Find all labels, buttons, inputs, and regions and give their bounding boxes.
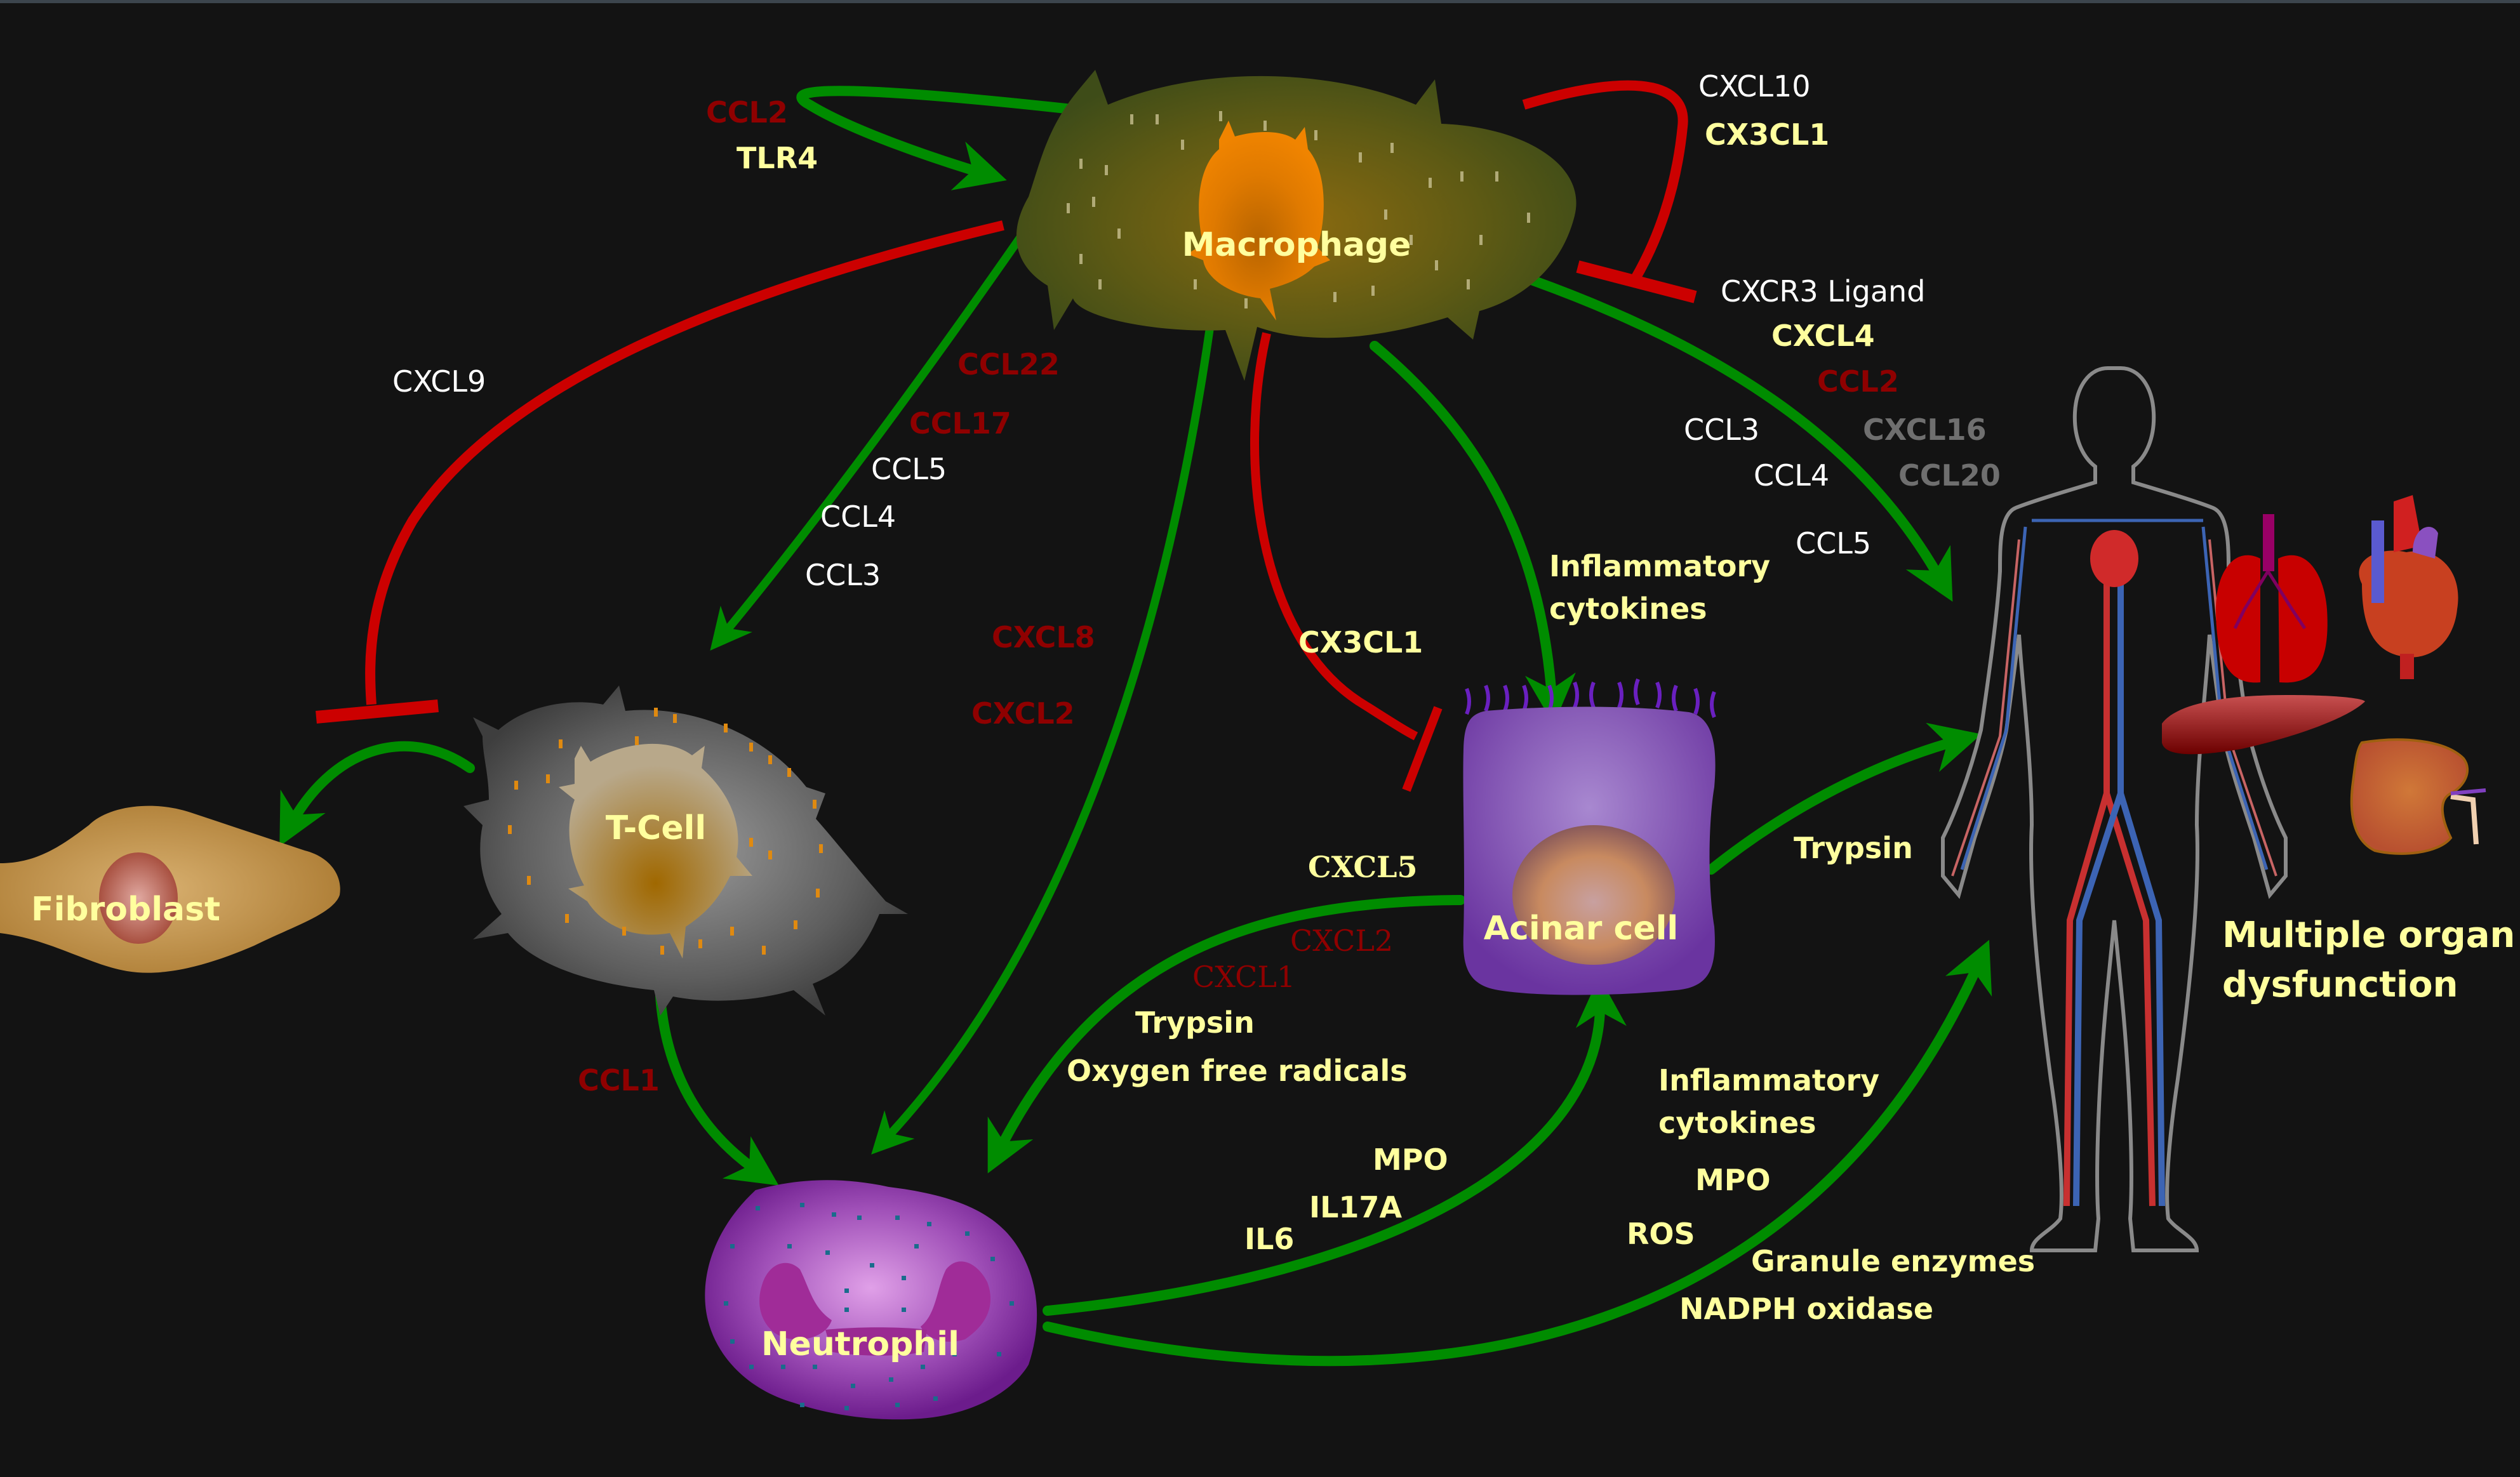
macrophage-label: Macrophage bbox=[1182, 226, 1411, 264]
human-body-circulatory-icon bbox=[1941, 366, 2288, 1252]
macrophage-nucleus bbox=[1187, 121, 1330, 321]
label-granule-enzymes: Granule enzymes bbox=[1751, 1244, 2035, 1278]
label-ros: ROS bbox=[1627, 1217, 1695, 1251]
label-ccl5-tcell: CCL5 bbox=[871, 452, 947, 486]
label-tlr4: TLR4 bbox=[737, 141, 818, 175]
label-cxcl4: CXCL4 bbox=[1771, 319, 1875, 353]
acinar-nucleus bbox=[1512, 825, 1675, 965]
kidney-icon bbox=[2350, 738, 2486, 855]
arrow-acinar-to-organs bbox=[1706, 722, 1982, 875]
neutrophil-granules bbox=[724, 1203, 1014, 1410]
outcome-line2: dysfunction bbox=[2222, 964, 2458, 1005]
acinar-cell-label: Acinar cell bbox=[1484, 910, 1679, 948]
label-cx3cl1-top: CX3CL1 bbox=[1705, 117, 1829, 152]
label-cxcr3-ligand: CXCR3 Ligand bbox=[1721, 274, 1925, 308]
activation-arrows bbox=[279, 86, 1992, 1367]
heart-icon bbox=[2359, 495, 2458, 679]
label-ccl1: CCL1 bbox=[578, 1063, 660, 1097]
label-oxygen-free-radicals: Oxygen free radicals bbox=[1067, 1054, 1408, 1088]
inhibit-macrophage-to-tcell bbox=[365, 220, 1004, 705]
neutrophil-nucleus-lobe-left bbox=[759, 1262, 832, 1340]
liver-icon bbox=[2162, 695, 2365, 755]
label-ccl20: CCL20 bbox=[1898, 458, 2001, 493]
arrow-macrophage-to-tcell bbox=[710, 221, 1033, 651]
t-cell-label: T-Cell bbox=[606, 809, 707, 847]
label-cxcl2-mac: CXCL2 bbox=[971, 696, 1075, 731]
lungs-icon bbox=[2216, 514, 2328, 683]
arrow-macrophage-self-loop bbox=[796, 86, 1094, 190]
neutrophil-nucleus-lobe-right bbox=[921, 1261, 991, 1342]
label-ccl22: CCL22 bbox=[957, 347, 1060, 381]
t-cell-granules bbox=[508, 708, 823, 955]
arrow-macrophage-to-acinar bbox=[1370, 341, 1576, 725]
t-cell-nucleus bbox=[559, 743, 752, 958]
arrow-macrophage-to-neutrophil bbox=[871, 326, 1214, 1155]
outcome-line1: Multiple organ bbox=[2222, 915, 2515, 956]
arrow-acinar-to-neutrophil bbox=[987, 895, 1465, 1174]
arrow-neutrophil-to-acinar bbox=[1043, 976, 1627, 1316]
label-trypsin-body: Trypsin bbox=[1794, 831, 1913, 865]
fibroblast-cell[interactable]: Fibroblast bbox=[0, 805, 340, 973]
label-ccl17: CCL17 bbox=[909, 406, 1011, 440]
inhibition-arrows bbox=[316, 80, 1697, 792]
top-border bbox=[0, 0, 2520, 3]
artery-main bbox=[2063, 540, 2156, 1207]
label-cxcl5: CXCL5 bbox=[1308, 850, 1417, 884]
label-cxcl10: CXCL10 bbox=[1698, 69, 1811, 103]
acinar-cell[interactable]: Acinar cell bbox=[1463, 678, 1716, 995]
label-ccl4-body: CCL4 bbox=[1754, 458, 1829, 493]
macrophage-granules bbox=[1067, 111, 1530, 308]
label-mpo-acinar: MPO bbox=[1373, 1143, 1448, 1177]
neutrophil-body bbox=[705, 1180, 1037, 1420]
neutrophil-cell[interactable]: Neutrophil bbox=[705, 1180, 1037, 1420]
fibroblast-nucleus bbox=[99, 852, 178, 944]
label-cxcl8: CXCL8 bbox=[992, 620, 1095, 654]
arrow-macrophage-to-organs bbox=[1516, 271, 1953, 602]
label-cxcl2-acinar: CXCL2 bbox=[1290, 924, 1393, 958]
body-heart bbox=[2090, 530, 2138, 587]
label-cytokines-neu: cytokines bbox=[1658, 1106, 1817, 1140]
tbar-macrophage-to-tcell bbox=[316, 699, 439, 724]
label-ccl3-tcell: CCL3 bbox=[805, 558, 881, 592]
label-cytokines-mac: cytokines bbox=[1549, 592, 1707, 626]
label-ccl4-tcell: CCL4 bbox=[820, 500, 896, 534]
outcome-label: Multiple organ dysfunction bbox=[2222, 915, 2515, 1005]
label-ccl2-self: CCL2 bbox=[706, 95, 788, 129]
label-il6: IL6 bbox=[1244, 1222, 1294, 1256]
label-ccl5-body: CCL5 bbox=[1796, 526, 1871, 560]
edge-labels: CCL2 TLR4 CXCL10 CX3CL1 CXCR3 Ligand CXC… bbox=[392, 69, 2035, 1326]
tbar-macrophage-self bbox=[1576, 260, 1697, 303]
label-inflammatory-neu: Inflammatory bbox=[1658, 1063, 1879, 1097]
label-ccl2-body: CCL2 bbox=[1817, 364, 1899, 399]
label-trypsin-neutrophil: Trypsin bbox=[1135, 1005, 1255, 1040]
label-cx3cl1-acinar: CX3CL1 bbox=[1298, 625, 1423, 659]
neutrophil-label: Neutrophil bbox=[761, 1325, 959, 1363]
vein-main bbox=[2073, 540, 2165, 1207]
label-cxcl16: CXCL16 bbox=[1863, 413, 1987, 447]
label-mpo-body: MPO bbox=[1695, 1163, 1771, 1197]
macrophage-cell[interactable]: Macrophage bbox=[1016, 70, 1577, 381]
inhibit-macrophage-self bbox=[1522, 80, 1688, 282]
label-inflammatory-mac: Inflammatory bbox=[1549, 549, 1770, 583]
arrow-neutrophil-to-organs bbox=[1043, 939, 1992, 1367]
label-nadph-oxidase: NADPH oxidase bbox=[1679, 1292, 1933, 1326]
arrow-tcell-to-fibroblast bbox=[279, 741, 475, 847]
label-cxcl1: CXCL1 bbox=[1192, 960, 1295, 994]
fibroblast-label: Fibroblast bbox=[31, 891, 220, 929]
tbar-macrophage-to-acinar bbox=[1402, 706, 1443, 792]
neutrophil-nucleus-bridge bbox=[825, 1327, 927, 1356]
label-ccl3-body: CCL3 bbox=[1684, 413, 1759, 447]
inhibit-macrophage-to-acinar bbox=[1250, 332, 1418, 741]
label-cxcl9: CXCL9 bbox=[392, 364, 486, 399]
label-il17a: IL17A bbox=[1309, 1190, 1402, 1224]
arrow-tcell-to-neutrophil bbox=[655, 991, 779, 1186]
t-cell[interactable]: T-Cell bbox=[463, 686, 908, 1016]
